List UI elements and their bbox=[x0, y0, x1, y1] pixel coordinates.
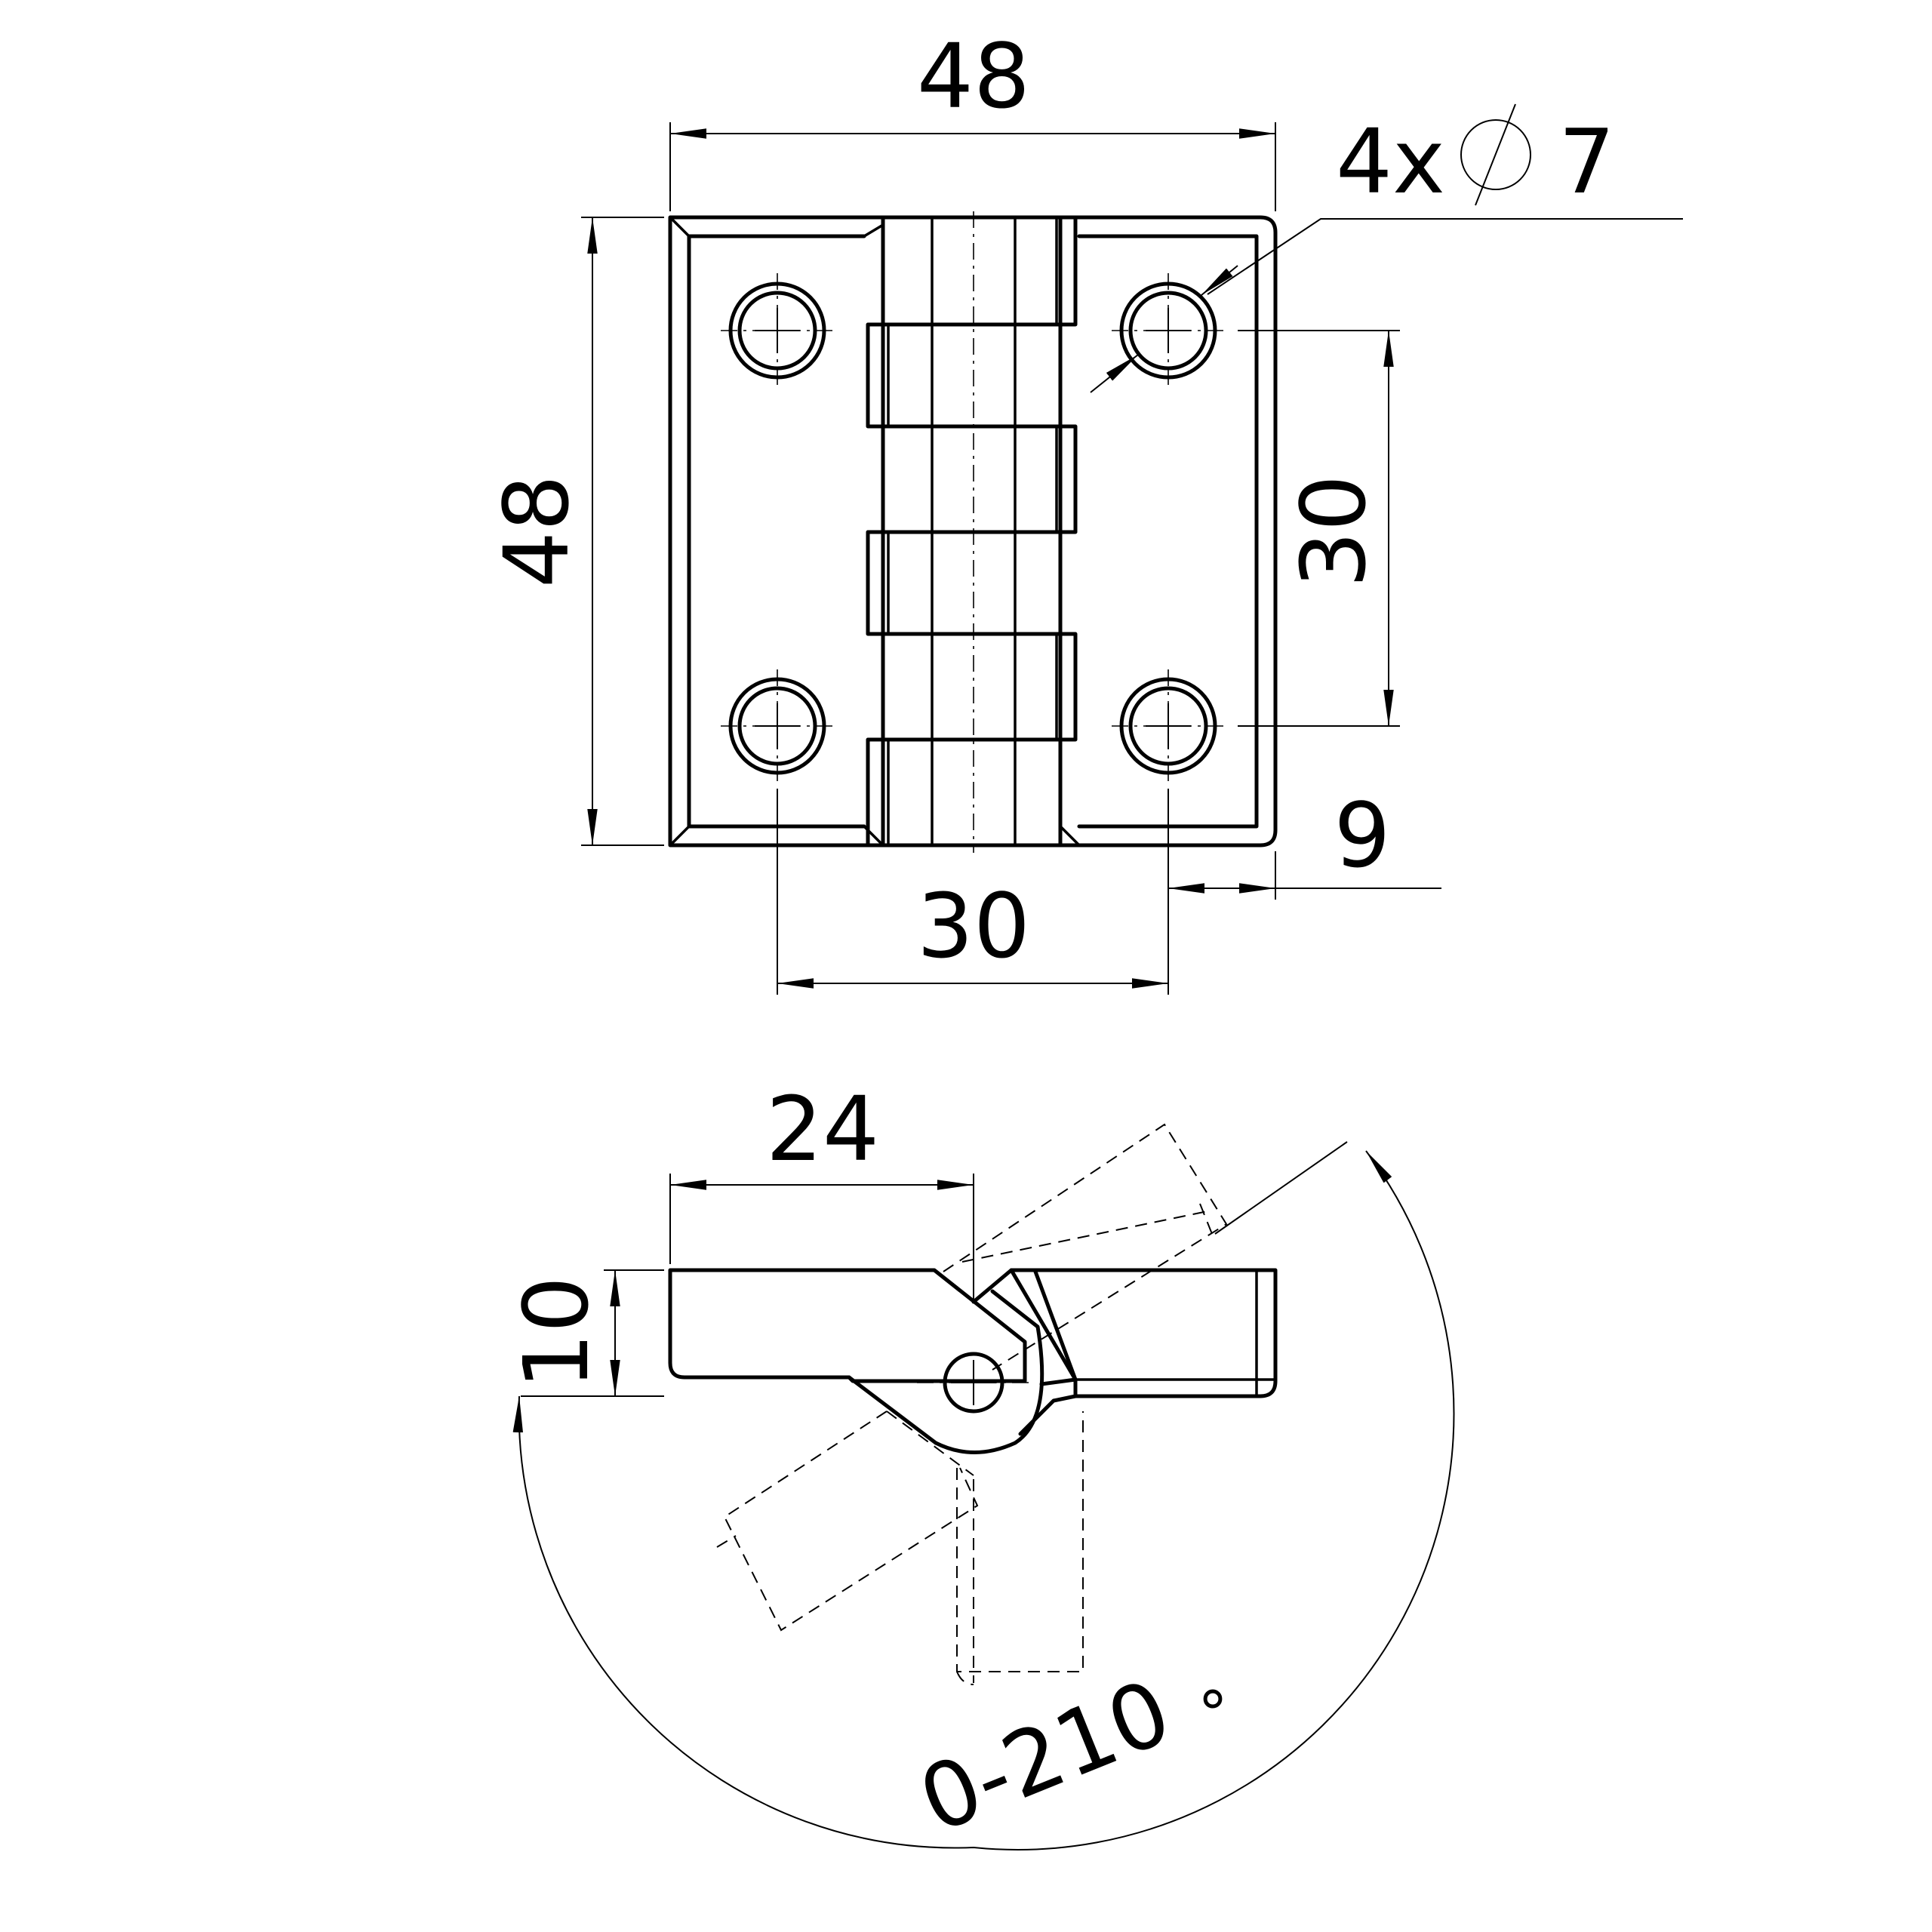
dim-left-height-label: 48 bbox=[485, 475, 589, 588]
side-view: 24 10 0-210 ° bbox=[504, 1077, 1455, 1853]
rotated-leaf-ghost-down bbox=[956, 1411, 1084, 1672]
mounting-hole-top-left bbox=[721, 273, 834, 389]
dim-top-width-label: 48 bbox=[917, 24, 1030, 128]
dim-hole-edge-offset-label: 9 bbox=[1334, 783, 1390, 888]
rotated-leaf-ghost-down-left bbox=[723, 1411, 979, 1632]
hinge-barrel bbox=[866, 211, 1078, 853]
degree-symbol: ° bbox=[1198, 1678, 1228, 1749]
dim-leaf-depth-label: 24 bbox=[766, 1077, 879, 1181]
hole-callout: 4x 7 bbox=[1090, 103, 1683, 393]
dim-rotation-range-label: 0-210 bbox=[906, 1660, 1185, 1853]
diameter-symbol-icon bbox=[1460, 119, 1531, 190]
hole-callout-qty: 4x bbox=[1336, 109, 1445, 214]
dimension-left-height: 48 bbox=[485, 217, 664, 846]
dimension-hole-pitch-vertical: 30 bbox=[1238, 330, 1400, 727]
dimension-hole-edge-offset: 9 bbox=[1168, 783, 1441, 900]
dimension-hole-pitch-horizontal: 30 bbox=[777, 789, 1169, 995]
dimension-leaf-depth: 24 bbox=[669, 1077, 974, 1302]
side-right-leaf bbox=[971, 1268, 1278, 1398]
side-left-leaf bbox=[668, 1268, 1027, 1383]
rotated-leaf-ghost-up bbox=[943, 1123, 1228, 1371]
mounting-hole-bottom-left bbox=[721, 669, 834, 785]
mounting-hole-top-right bbox=[1112, 273, 1225, 389]
mounting-hole-bottom-right bbox=[1112, 669, 1225, 785]
dim-hole-pitch-vertical-label: 30 bbox=[1281, 475, 1386, 588]
dimension-thickness: 10 bbox=[504, 1269, 664, 1397]
dimension-top-width: 48 bbox=[669, 24, 1276, 211]
dimension-rotation-range: 0-210 ° bbox=[512, 1141, 1455, 1853]
hole-callout-value: 7 bbox=[1558, 109, 1615, 214]
dim-thickness-label: 10 bbox=[504, 1276, 608, 1389]
dim-hole-pitch-horizontal-label: 30 bbox=[917, 874, 1030, 978]
front-view: 48 48 30 30 9 bbox=[485, 24, 1683, 995]
